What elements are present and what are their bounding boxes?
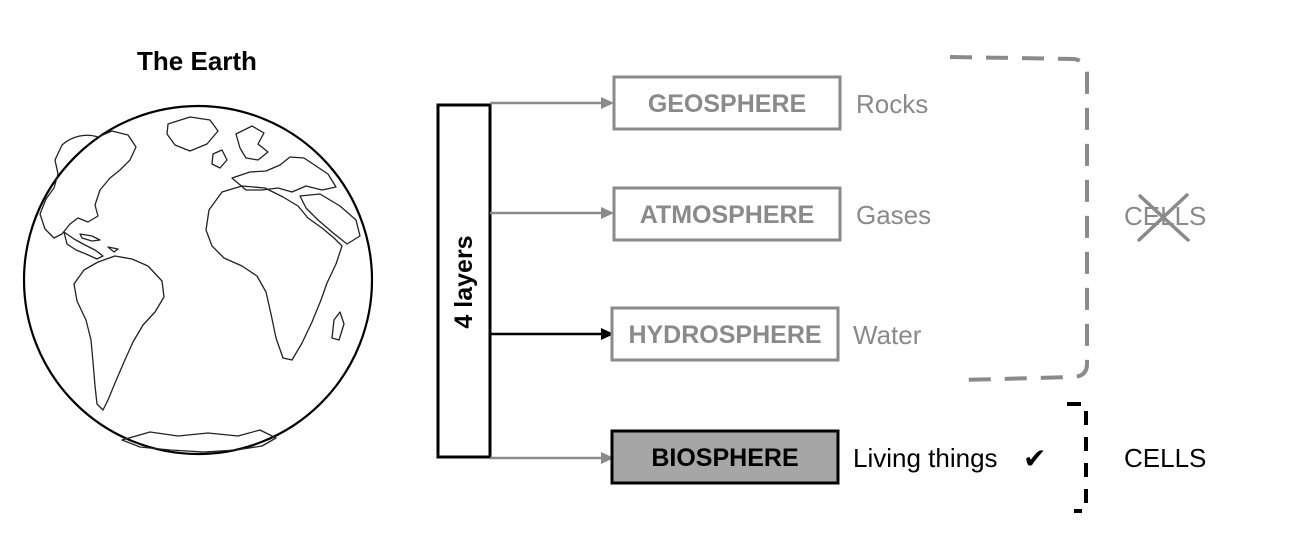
non-living-bracket [949,55,1089,382]
layer-description: Gases [856,200,931,230]
cross-out-icon [1137,193,1190,242]
layer-hydrosphere: HYDROSPHERE [610,306,840,362]
check-mark-icon: ✔ [1023,443,1046,474]
layers-bracket-box [436,103,492,459]
earth-title: The Earth [137,46,257,76]
layer-geosphere: GEOSPHERE [612,75,842,131]
layer-name: GEOSPHERE [648,90,806,118]
cells-label: CELLS [1124,443,1206,473]
living-bracket [1067,402,1088,513]
layer-description: Water [853,320,922,350]
layer-name: HYDROSPHERE [628,321,821,349]
layer-description: Rocks [856,89,928,119]
layer-atmosphere: ATMOSPHERE [612,186,842,242]
earth-globe-icon [22,104,374,456]
connector-arrows [490,97,614,464]
layers-count-label: 4 layers [450,235,478,328]
layer-biosphere: BIOSPHERE [610,429,840,485]
layer-name: BIOSPHERE [651,444,798,472]
layer-name: ATMOSPHERE [640,201,815,229]
layer-description: Living things [853,443,998,473]
